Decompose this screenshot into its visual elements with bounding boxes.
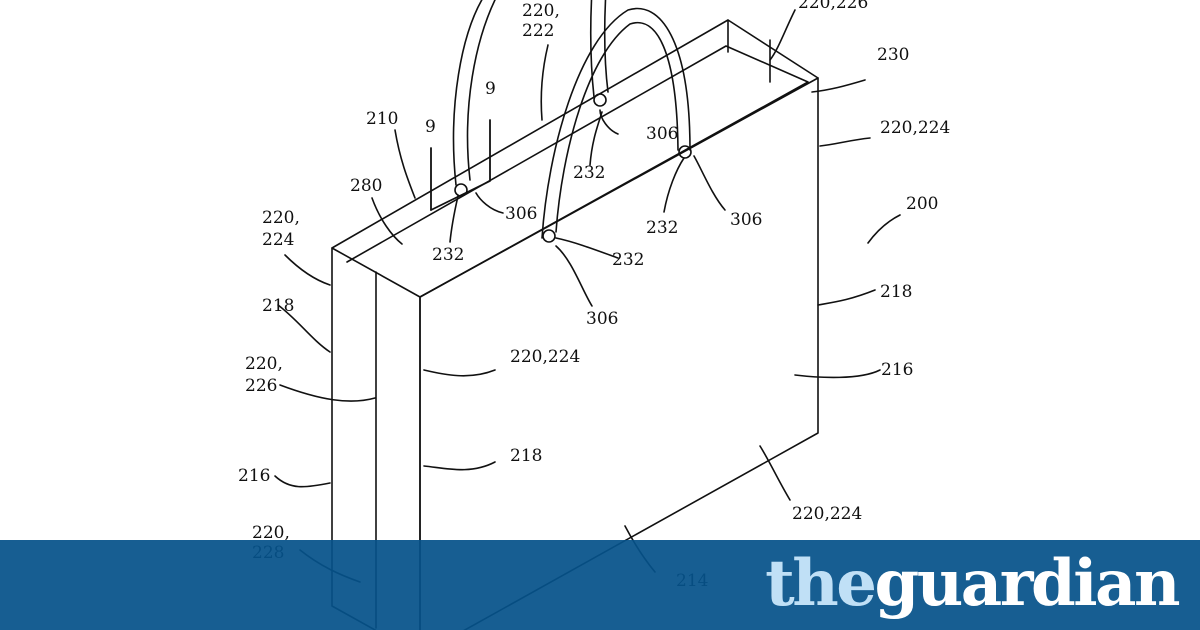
label-220-mid-left: 220, xyxy=(245,354,283,374)
rear-handle xyxy=(452,0,496,186)
reference-labels: 220, 222 220,226 230 220,224 210 9 9 306… xyxy=(238,0,950,591)
brand-bar: theguardian xyxy=(0,540,1200,630)
logo-guardian: guardian xyxy=(874,546,1180,621)
label-210: 210 xyxy=(366,109,398,129)
label-216-right: 216 xyxy=(881,360,913,380)
label-306-a: 306 xyxy=(646,124,678,144)
label-218-left: 218 xyxy=(262,296,294,316)
label-220-left: 220, xyxy=(262,208,300,228)
label-200: 200 xyxy=(906,194,938,214)
label-9-right: 9 xyxy=(485,79,496,99)
label-232-c: 232 xyxy=(612,250,644,270)
bag-inner-rim xyxy=(346,45,809,298)
label-218-right: 218 xyxy=(880,282,912,302)
label-216-left: 216 xyxy=(238,466,270,486)
label-306-d: 306 xyxy=(586,309,618,329)
label-224-left: 224 xyxy=(262,230,294,250)
handle-end-232 xyxy=(454,183,468,197)
label-232-d: 232 xyxy=(432,245,464,265)
label-280: 280 xyxy=(350,176,382,196)
label-230: 230 xyxy=(877,45,909,65)
label-232-b: 232 xyxy=(646,218,678,238)
label-220-226-top: 220,226 xyxy=(798,0,868,13)
front-handle xyxy=(541,7,691,239)
label-218-mid: 218 xyxy=(510,446,542,466)
label-220-224-right: 220,224 xyxy=(880,118,950,138)
label-220-224-bottom: 220,224 xyxy=(792,504,862,524)
guardian-logo[interactable]: theguardian xyxy=(765,542,1180,626)
label-222: 222 xyxy=(522,21,554,41)
label-306-c: 306 xyxy=(730,210,762,230)
label-220-224-mid: 220,224 xyxy=(510,347,580,367)
label-220-top: 220, xyxy=(522,1,560,21)
reference-arrow-200 xyxy=(867,214,901,244)
logo-the: the xyxy=(765,546,877,621)
bag-side-panel xyxy=(331,247,421,630)
label-9-left: 9 xyxy=(425,117,436,137)
label-306-b: 306 xyxy=(505,204,537,224)
label-226-mid-left: 226 xyxy=(245,376,277,396)
label-220-bottom: 220, xyxy=(252,523,290,543)
label-232-a: 232 xyxy=(573,163,605,183)
